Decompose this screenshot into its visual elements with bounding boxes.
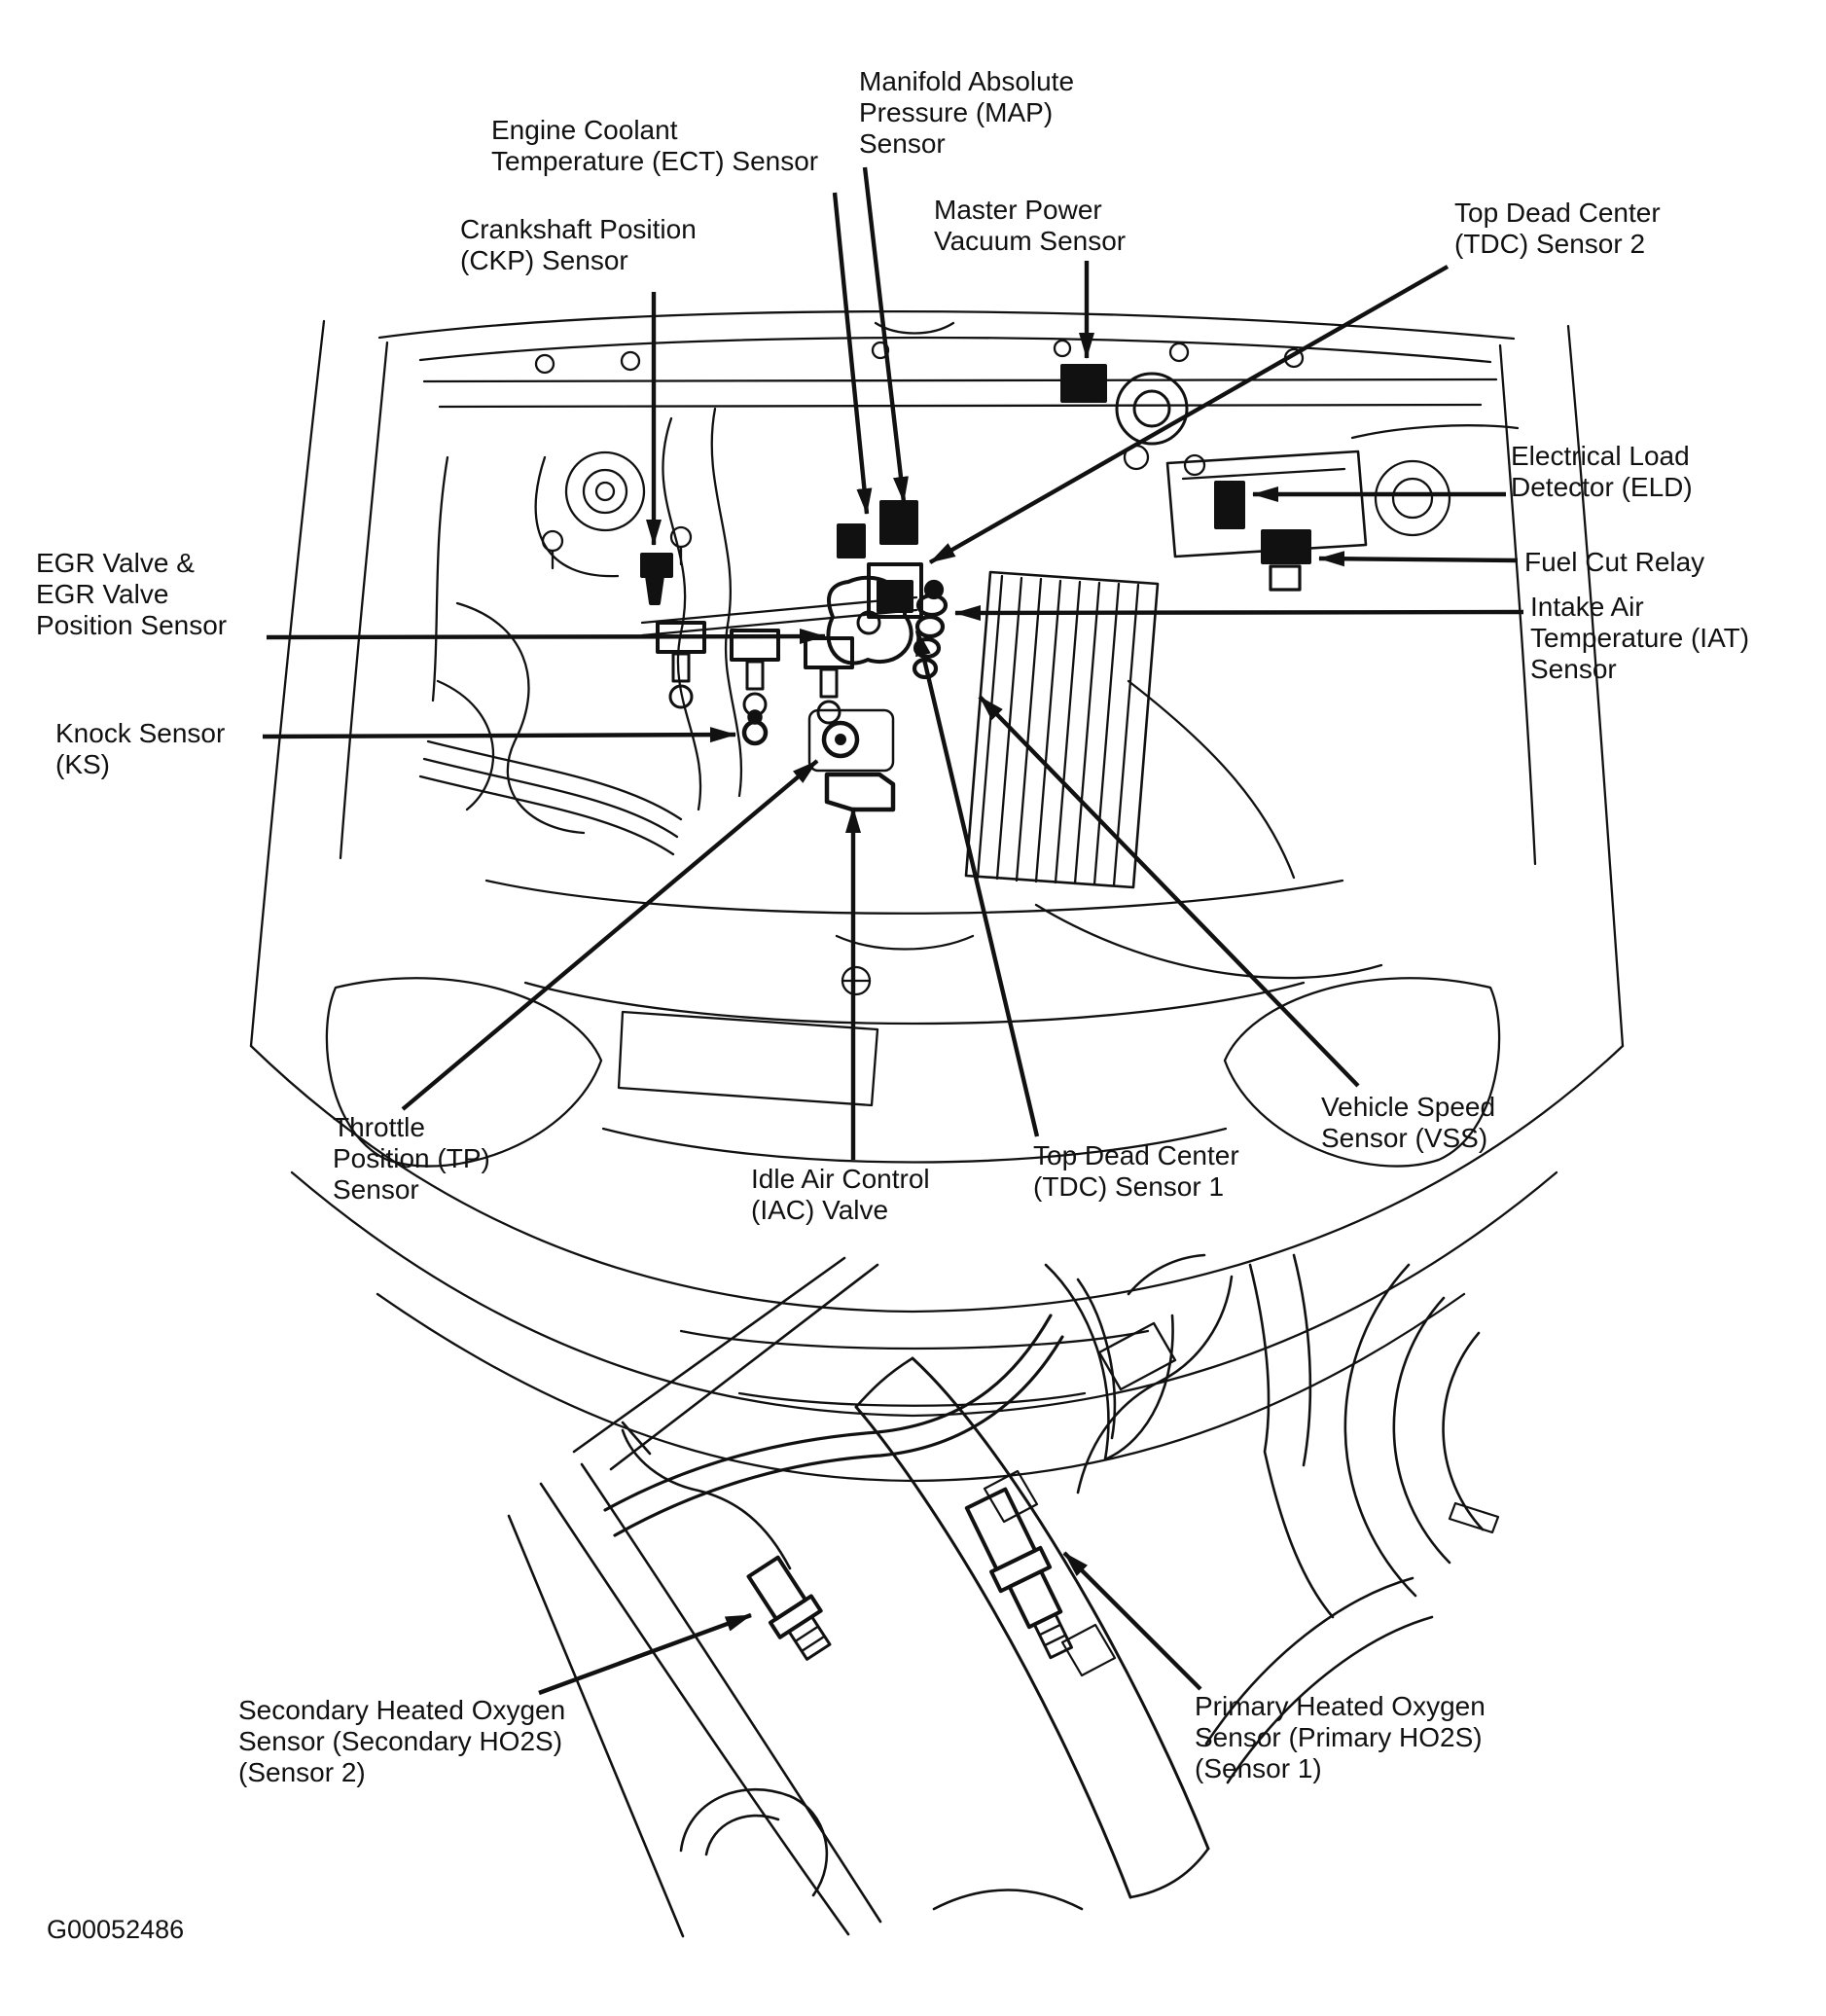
leader-lines [262,166,1524,1696]
tp-sensor-marker [807,708,895,773]
sensor-markers [640,364,1311,812]
label-egr-valve: EGR Valve & EGR Valve Position Sensor [36,548,228,640]
figure-id: G00052486 [47,1915,185,1944]
eld-marker [1214,481,1245,529]
label-tdc-sensor-1: Top Dead Center (TDC) Sensor 1 [1033,1140,1239,1202]
leader-tdc1 [914,630,1040,1137]
ect-sensor-marker [837,523,866,558]
label-map-sensor: Manifold Absolute Pressure (MAP) Sensor [859,66,1075,159]
leader-primary-ho2s [1062,1551,1202,1691]
knock-sensor-marker [741,709,769,746]
leader-tp [401,759,819,1111]
exhaust-line-art [507,1253,1500,1938]
secondary-ho2s-marker [746,1555,832,1661]
iat-sensor-marker [912,579,949,680]
fuel-cut-relay-marker [1261,529,1311,592]
label-eld: Electrical Load Detector (ELD) [1511,441,1693,502]
leader-knock [262,727,736,743]
label-iat-sensor: Intake Air Temperature (IAT) Sensor [1530,592,1750,684]
ckp-sensor-marker [640,553,673,605]
map-sensor-marker [879,500,918,545]
engine-bay-line-art [249,309,1625,1483]
leader-tdc2 [928,265,1450,564]
leader-egr [266,629,826,645]
label-fuel-cut-relay: Fuel Cut Relay [1524,547,1705,577]
label-vss: Vehicle Speed Sensor (VSS) [1321,1092,1496,1153]
label-master-power-vacuum-sensor: Master Power Vacuum Sensor [934,195,1127,256]
leader-vss [978,695,1360,1088]
label-knock-sensor: Knock Sensor (KS) [55,718,226,779]
leader-iat [954,604,1524,621]
label-secondary-ho2s: Secondary Heated Oxygen Sensor (Secondar… [238,1695,566,1787]
leader-secondary-ho2s [538,1612,752,1696]
label-tp-sensor: Throttle Position (TP) Sensor [333,1112,490,1205]
tdc-distributor-cluster [867,562,923,619]
label-ckp-sensor: Crankshaft Position (CKP) Sensor [460,214,697,275]
label-iac-valve: Idle Air Control (IAC) Valve [751,1164,930,1225]
leader-map [862,166,909,503]
label-ect-sensor: Engine Coolant Temperature (ECT) Sensor [491,115,819,176]
label-tdc-sensor-2: Top Dead Center (TDC) Sensor 2 [1454,198,1661,259]
egr-valve-marker [826,575,913,666]
leader-fuel-cut [1318,551,1519,567]
iac-valve-marker [824,772,896,812]
leader-ect [832,192,873,515]
primary-ho2s-marker [964,1487,1074,1660]
label-primary-ho2s: Primary Heated Oxygen Sensor (Primary HO… [1195,1691,1486,1783]
master-power-vacuum-sensor-marker [1060,364,1189,446]
